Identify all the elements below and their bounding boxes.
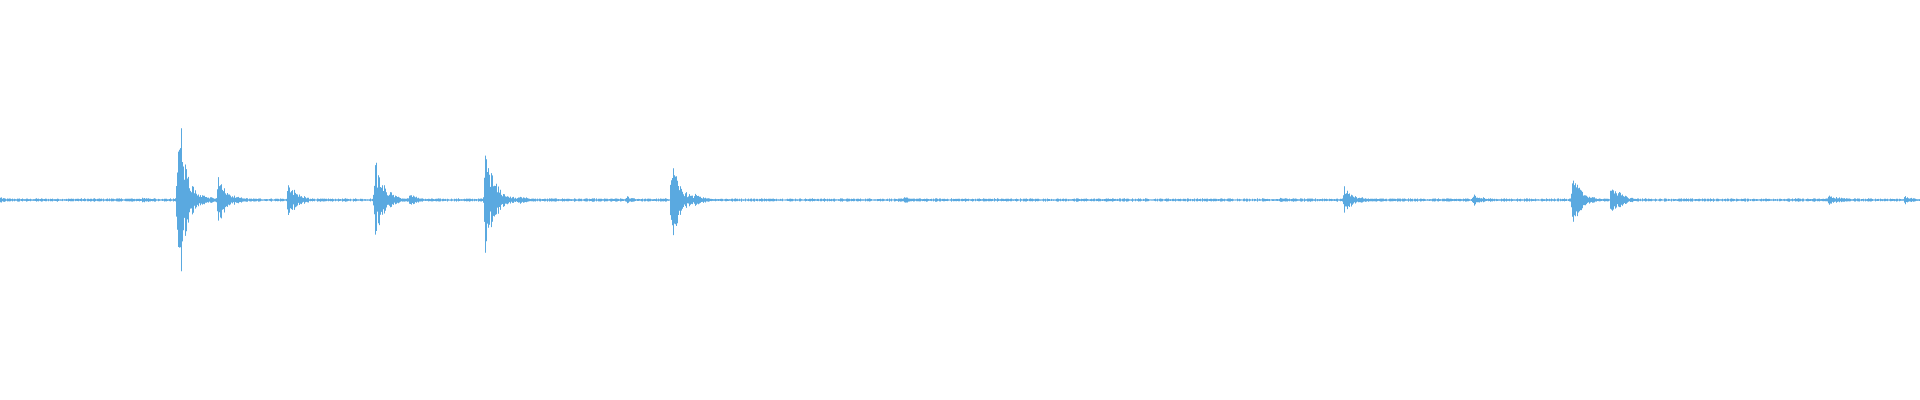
waveform-trace [0, 128, 1920, 272]
